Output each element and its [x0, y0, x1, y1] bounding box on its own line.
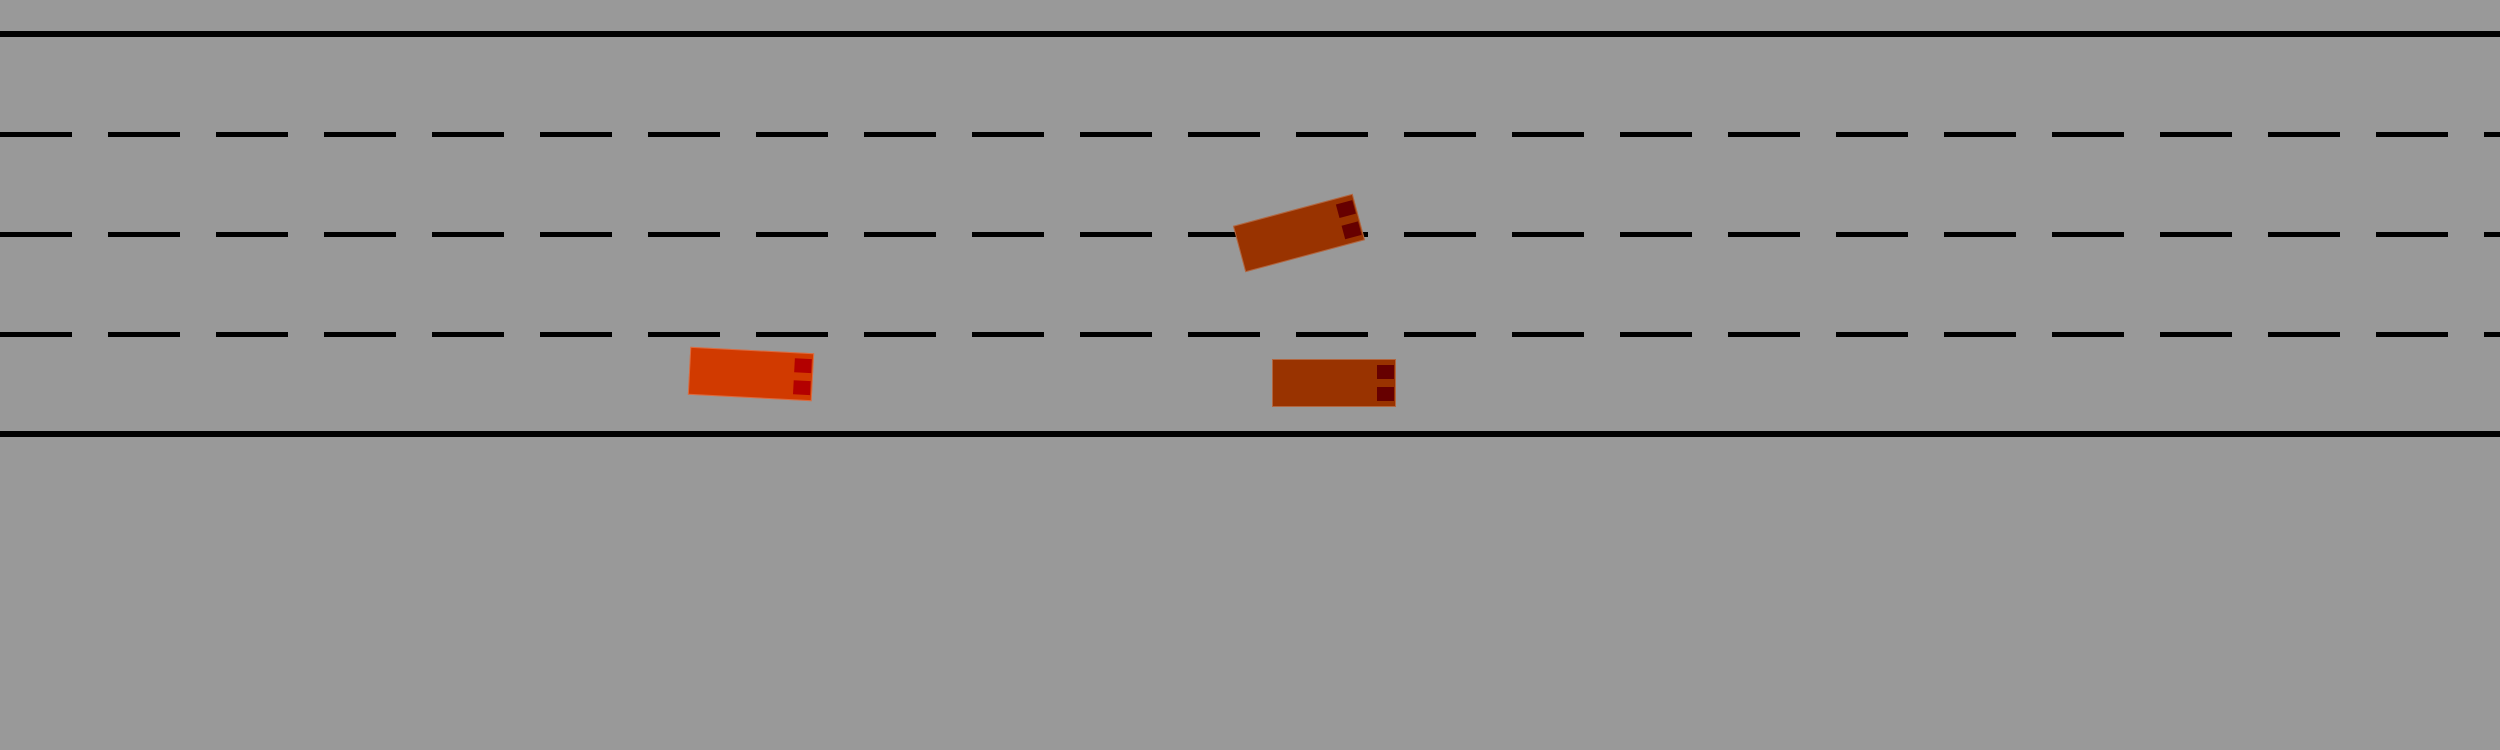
ego-vehicle — [687, 346, 815, 402]
lane-divider-1 — [0, 132, 2500, 137]
other-vehicle-1-light-left — [1335, 200, 1356, 219]
other-vehicle-2-light-left — [1377, 365, 1394, 379]
lane-divider-3 — [0, 332, 2500, 337]
other-vehicle-2-light-right — [1377, 387, 1394, 401]
ego-vehicle-light-right — [792, 380, 811, 396]
ego-vehicle-light-left — [794, 358, 812, 374]
other-vehicle-1-light-right — [1341, 221, 1362, 240]
other-vehicle-1 — [1232, 193, 1366, 273]
road-edge-bottom — [0, 431, 2500, 437]
other-vehicle-2 — [1272, 359, 1396, 407]
road-edge-top — [0, 31, 2500, 37]
